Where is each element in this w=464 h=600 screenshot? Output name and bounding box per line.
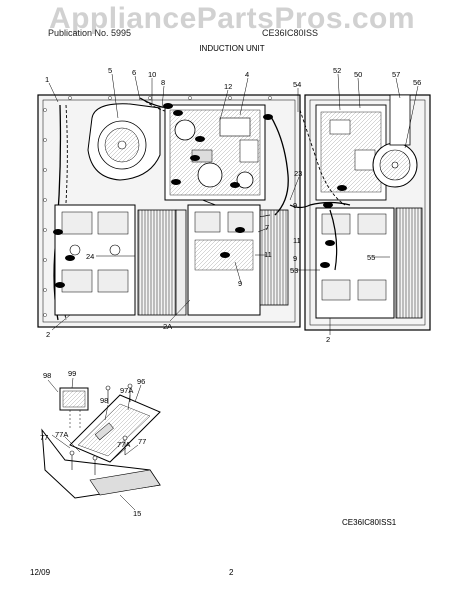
- heatsink-left: [137, 209, 187, 316]
- inter-chassis-cable: [289, 109, 351, 271]
- callout-98a: 98: [43, 371, 51, 380]
- callout-7: 7: [265, 223, 269, 232]
- callout-23: 23: [294, 169, 302, 178]
- model-number: CE36IC80ISS: [262, 28, 319, 38]
- callout-77Ab: 77A: [117, 440, 130, 449]
- callout-50: 50: [354, 70, 362, 79]
- diagram-code: CE36IC80ISS1: [342, 518, 397, 527]
- callout-11a: 11: [293, 236, 301, 245]
- power-board-left: [54, 204, 136, 316]
- callout-77a: 77: [40, 433, 48, 442]
- power-board-center: [187, 204, 289, 316]
- exploded-board-assembly: [41, 377, 161, 511]
- callout-9c: 9: [238, 279, 242, 288]
- callout-12: 12: [224, 82, 232, 91]
- callout-53: 53: [290, 266, 298, 275]
- callout-55: 55: [367, 253, 375, 262]
- callout-11b: 11: [264, 250, 272, 259]
- callout-56: 56: [413, 78, 421, 87]
- callout-4: 4: [245, 70, 249, 79]
- callout-9b: 9: [293, 254, 297, 263]
- callout-99: 99: [68, 369, 76, 378]
- callout-labels: 1 5 6 10 8 4 12 54 52 50 57 56 23 9 7 11…: [40, 66, 421, 518]
- leader-lines: [48, 73, 419, 335]
- callout-15: 15: [133, 509, 141, 518]
- watermark-text: AppliancePartsPros.com: [48, 2, 416, 35]
- blower-fan: [87, 103, 161, 181]
- callout-77Aa: 77A: [55, 430, 68, 439]
- callout-2b: 2: [326, 335, 330, 344]
- callout-1: 1: [45, 75, 49, 84]
- callout-77b: 77: [138, 437, 146, 446]
- connector-markers: [53, 103, 347, 288]
- callout-98b: 98: [100, 396, 108, 405]
- callout-9a: 9: [293, 201, 297, 210]
- control-board-upper: [164, 104, 266, 201]
- callout-52: 52: [333, 66, 341, 75]
- callout-6: 6: [132, 68, 136, 77]
- callout-10: 10: [148, 70, 156, 79]
- callout-97A: 97A: [120, 386, 133, 395]
- callout-2A: 2A: [163, 322, 172, 331]
- callout-8: 8: [161, 78, 165, 87]
- callout-57: 57: [392, 70, 400, 79]
- diagram-title: INDUCTION UNIT: [199, 44, 265, 53]
- power-board-right: [315, 207, 423, 319]
- publication-number: Publication No. 5995: [48, 28, 132, 38]
- cooling-fan-right: [372, 94, 418, 188]
- callout-54: 54: [293, 80, 301, 89]
- callout-2a: 2: [46, 330, 50, 339]
- callout-24: 24: [86, 252, 94, 261]
- page-number: 2: [229, 568, 234, 577]
- callout-96: 96: [137, 377, 145, 386]
- callout-5: 5: [108, 66, 112, 75]
- footer-date: 12/09: [30, 568, 51, 577]
